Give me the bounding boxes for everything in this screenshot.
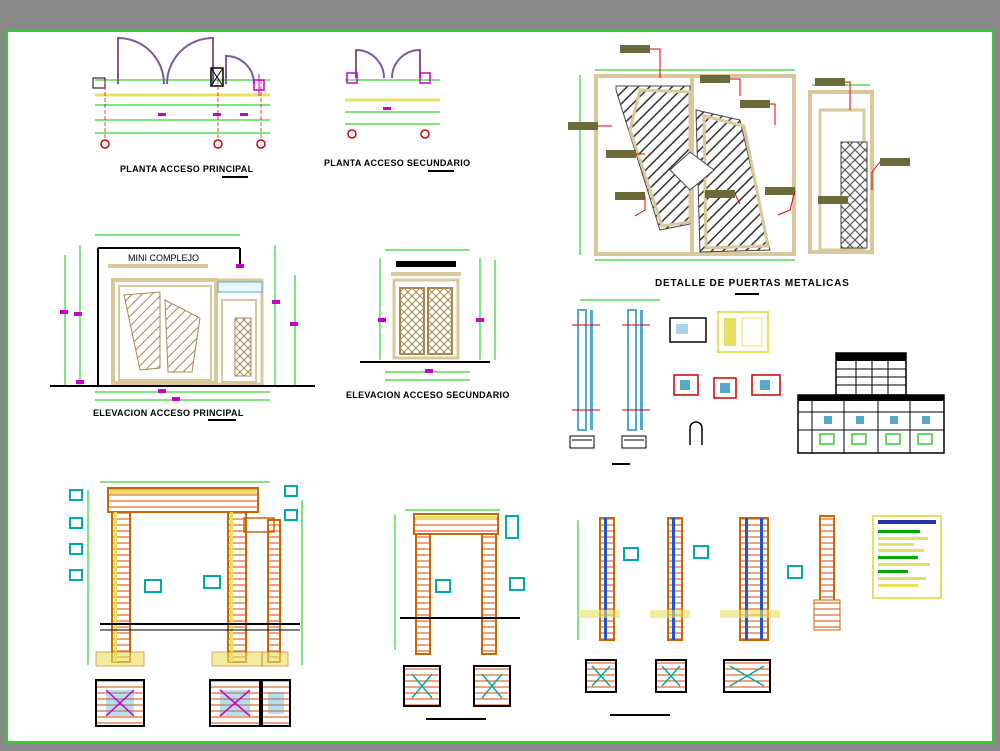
elevation-secondary-access xyxy=(360,249,496,381)
title-planta-acceso-secundario: PLANTA ACCESO SECUNDARIO xyxy=(324,158,471,168)
text-mini-complejo: MINI COMPLEJO xyxy=(128,253,200,263)
structural-frame-main xyxy=(69,481,303,727)
elevation-main-access xyxy=(50,234,315,421)
title-elevacion-acceso-secundario: ELEVACION ACCESO SECUNDARIO xyxy=(346,390,510,400)
scale-bar xyxy=(222,176,248,178)
door-details xyxy=(568,45,910,295)
notes-legend xyxy=(872,515,942,599)
title-elevacion-acceso-principal: ELEVACION ACCESO PRINCIPAL xyxy=(93,408,244,418)
structural-column-sections xyxy=(577,515,841,716)
plan-secondary-access xyxy=(345,48,440,139)
title-detalle-puertas: DETALLE DE PUERTAS METALICAS xyxy=(655,278,850,289)
column-connection-details xyxy=(569,299,781,465)
structural-frame-secondary xyxy=(394,509,525,720)
plan-main-access xyxy=(92,36,270,149)
schedule-tables xyxy=(797,352,945,454)
scale-bar xyxy=(428,170,454,172)
title-planta-acceso-principal: PLANTA ACCESO PRINCIPAL xyxy=(120,164,254,174)
